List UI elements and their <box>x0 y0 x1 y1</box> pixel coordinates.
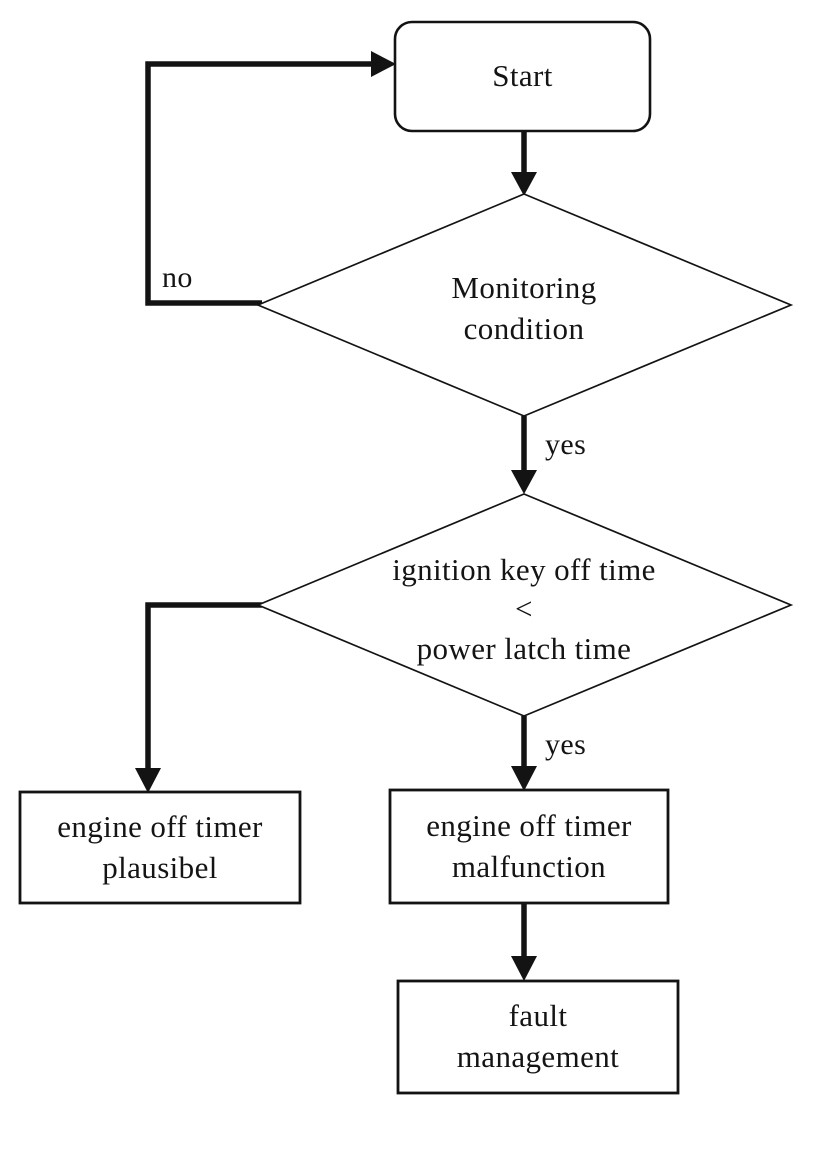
arrow-ignition-to-malfunction-head-icon <box>511 766 537 791</box>
start-node-label: Start <box>492 58 553 94</box>
no-loop-arrowhead-icon <box>371 51 396 77</box>
fault-node-label: fault management <box>456 998 620 1074</box>
left-branch-arrowhead-icon <box>135 768 161 793</box>
edge-label-yes-monitoring: yes <box>545 428 587 461</box>
arrow-malfunction-to-fault-head-icon <box>511 956 537 981</box>
malfunction-node-shape <box>388 788 670 905</box>
malfunction-node-label: engine off timer malfunction <box>426 807 632 884</box>
monitoring-decision-label: Monitoring condition <box>451 270 597 346</box>
start-node-shape <box>393 20 652 133</box>
left-branch-line <box>145 602 262 776</box>
plausible-node-shape <box>18 790 302 905</box>
arrow-start-to-monitoring-head-icon <box>511 172 537 196</box>
ignition-decision-label: ignition key off time < power latch time <box>392 552 656 666</box>
arrow-monitoring-to-ignition-head-icon <box>511 470 537 494</box>
plausible-node-label: engine off timer plausibel <box>57 808 263 885</box>
fault-node-shape <box>396 979 680 1095</box>
edge-label-no: no <box>162 261 193 294</box>
monitoring-decision-shape <box>255 193 794 417</box>
edge-label-yes-ignition: yes <box>545 728 587 761</box>
ignition-decision-shape <box>255 493 794 717</box>
no-loop-line <box>145 61 376 306</box>
